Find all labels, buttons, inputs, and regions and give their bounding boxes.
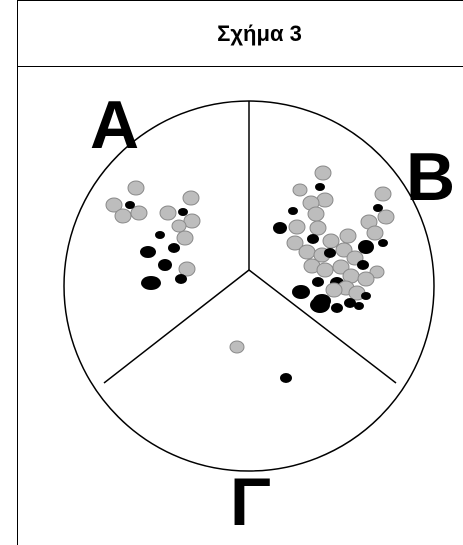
gray-dot [377,209,395,225]
gray-dot [357,271,375,287]
figure-header: Σχήμα 3 [18,1,463,67]
gray-dot [339,228,357,244]
black-dot [141,276,161,290]
sector-b-dots [273,165,395,313]
gray-dot [182,190,200,206]
gray-dot [171,219,187,233]
gray-dot [332,259,350,275]
black-dot [280,373,292,383]
figure-frame: Σχήμα 3 [17,0,463,545]
black-dot [354,302,364,310]
gray-dot [127,180,145,196]
figure-title: Σχήμα 3 [217,20,302,46]
gray-dot [159,205,177,221]
black-dot [155,231,165,239]
black-dot [357,260,369,270]
gray-dot [316,192,334,208]
black-dot [158,259,172,271]
gray-dot [286,235,304,251]
gray-dot [176,230,194,246]
gray-dot [309,220,327,236]
black-dot [331,303,343,313]
gray-dot [298,244,316,260]
sector-label-c: Γ [230,464,271,540]
black-dot [310,297,330,313]
gray-dot [369,265,385,279]
gray-dot [316,262,334,278]
gray-dot [307,206,325,222]
sector-c-dots [229,340,292,383]
black-dot [361,292,371,300]
divider-right [248,269,397,384]
black-dot [288,207,298,215]
black-dot [315,183,325,191]
black-dot [168,243,180,253]
black-dot [125,201,135,209]
sector-label-b: Β [406,139,455,215]
gray-dot [325,282,343,298]
black-dot [307,234,319,244]
black-dot [273,222,287,234]
gray-dot [292,183,308,197]
black-dot [312,277,324,287]
black-dot [358,240,374,254]
black-dot [292,285,310,299]
gray-dot [105,197,123,213]
sector-a-dots [105,180,201,290]
gray-dot [366,225,384,241]
gray-dot [183,213,201,229]
black-dot [178,208,188,216]
gray-dot [229,340,245,354]
gray-dot [335,242,353,258]
gray-dot [288,219,306,235]
black-dot [344,298,356,308]
divider-left [103,269,250,384]
sector-label-a: Α [90,87,139,163]
gray-dot [314,165,332,181]
gray-dot [374,186,392,202]
gray-dot [114,208,132,224]
gray-dot [322,233,340,249]
black-dot [175,274,187,284]
black-dot [140,246,156,258]
gray-dot [178,261,196,277]
black-dot [378,239,388,247]
gray-dot [130,205,148,221]
black-dot [324,248,336,258]
black-dot [373,204,383,212]
